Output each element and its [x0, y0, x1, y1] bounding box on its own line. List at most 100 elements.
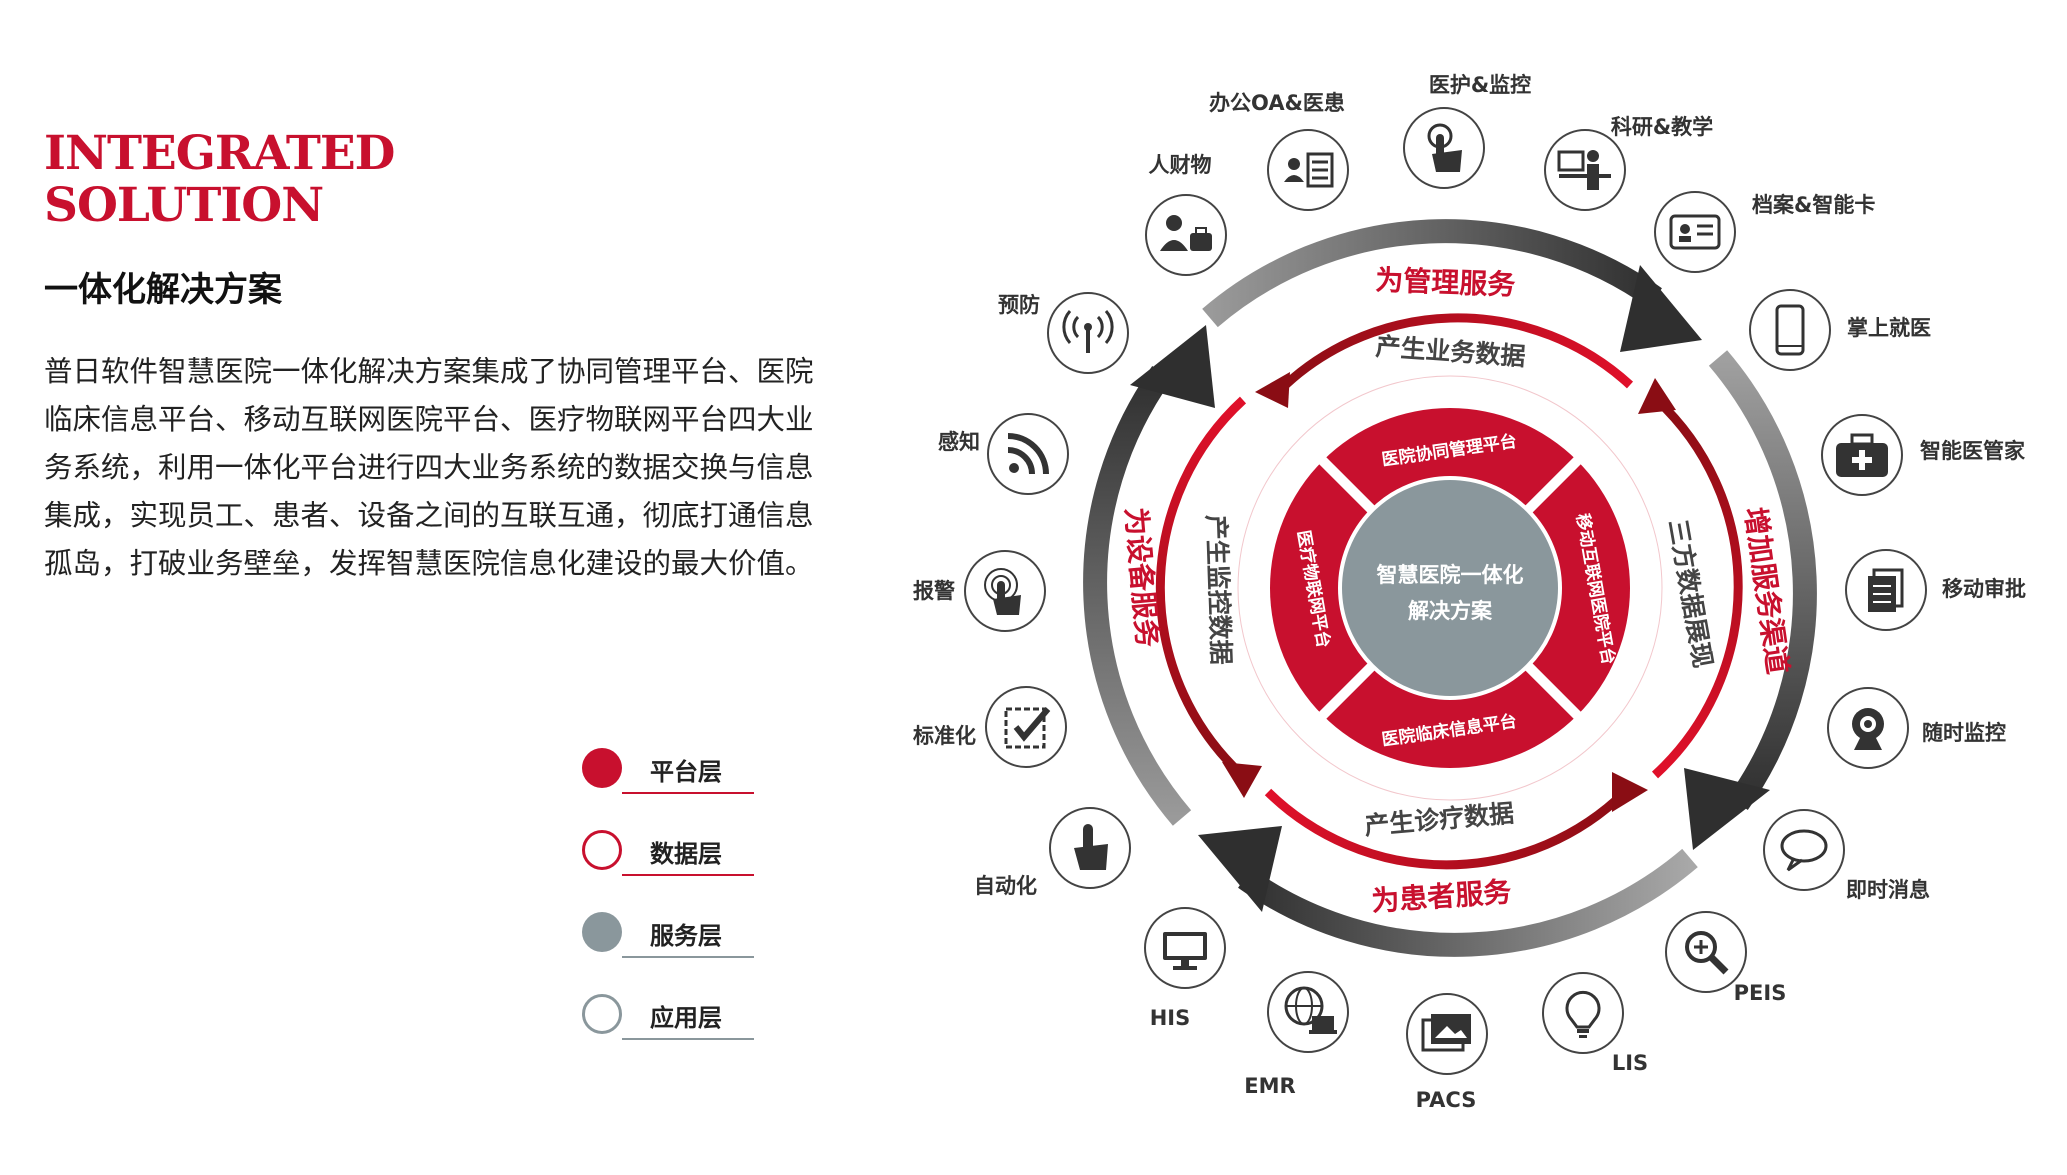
- app-label: 自动化: [974, 874, 1037, 898]
- data-arc-right: [1651, 396, 1743, 779]
- center-label-line2: 解决方案: [1408, 599, 1493, 623]
- app-item: 移动审批: [1845, 549, 2026, 631]
- service-arrow-bottom: [1238, 848, 1698, 957]
- legend-item-data: 数据层: [582, 830, 754, 876]
- magnifier-plus-icon: [1685, 931, 1729, 975]
- app-item: 报警: [913, 550, 1046, 632]
- app-label: 智能医管家: [1920, 439, 2026, 463]
- app-item: 随时监控: [1827, 687, 2006, 769]
- app-item: 即时消息: [1763, 809, 1930, 902]
- data-arc-bottom: [1264, 788, 1629, 870]
- legend-label: 平台层: [650, 758, 722, 786]
- data-arrowhead-top: [1255, 372, 1290, 408]
- monitor-icon: [1163, 932, 1207, 970]
- legend-dot-outline-red: [582, 830, 622, 870]
- app-icon-circle: [1145, 194, 1227, 276]
- app-label: 掌上就医: [1847, 316, 1931, 340]
- app-item: 感知: [938, 413, 1069, 495]
- app-label: 预防: [998, 293, 1040, 317]
- app-item: 档案&智能卡: [1654, 191, 1875, 273]
- app-icon-circle: [1763, 809, 1845, 891]
- center-label-line1: 智慧医院一体化: [1377, 563, 1524, 587]
- touch-hand-icon: [1427, 123, 1462, 172]
- webcam-icon: [1852, 708, 1884, 750]
- checkbox-icon: [1004, 707, 1051, 749]
- service-arrow-right: [1708, 350, 1817, 810]
- legend-item-platform: 平台层: [582, 748, 754, 794]
- app-label: PEIS: [1734, 981, 1787, 1005]
- images-icon: [1421, 1014, 1471, 1052]
- legend-dot-filled-gray: [582, 912, 622, 952]
- app-label: 感知: [938, 430, 980, 454]
- app-label: 人财物: [1149, 153, 1212, 177]
- service-arrowhead-bottom: [1198, 826, 1282, 912]
- application-ring: 人财物 办公OA&医患 医护&监控 科研&教学档案&智能卡掌上就医智能医管家移动审批随…: [913, 73, 2026, 1112]
- service-arrow-top: [1202, 219, 1662, 328]
- service-core: [1338, 476, 1562, 700]
- app-label: LIS: [1612, 1051, 1648, 1075]
- id-card-icon: [1669, 214, 1721, 250]
- app-icon-circle: [1267, 971, 1349, 1053]
- app-item: 医护&监控: [1403, 73, 1531, 189]
- app-label: 标准化: [913, 724, 976, 748]
- app-label: 随时监控: [1922, 721, 2006, 745]
- alarm-button-icon: [984, 568, 1021, 615]
- title-line-2: SOLUTION: [44, 178, 324, 233]
- app-icon-circle: [1665, 911, 1747, 993]
- medical-kit-icon: [1836, 433, 1888, 477]
- app-label: 办公OA&医患: [1209, 91, 1345, 115]
- app-item: 掌上就医: [1749, 289, 1931, 371]
- app-item: 自动化: [974, 807, 1131, 898]
- app-item: 科研&教学: [1544, 115, 1713, 211]
- rss-icon: [1007, 433, 1049, 475]
- legend-label: 应用层: [650, 1004, 722, 1032]
- app-item: 预防: [998, 292, 1129, 374]
- chat-bubble-icon: [1780, 829, 1828, 872]
- globe-laptop-icon: [1284, 986, 1337, 1034]
- page-subtitle: 一体化解决方案: [44, 270, 282, 310]
- app-item: EMR: [1244, 971, 1349, 1098]
- legend-underline: [622, 792, 754, 794]
- data-ring: [1155, 313, 1743, 870]
- service-label-left: 为设备服务: [1119, 506, 1164, 648]
- app-label: EMR: [1244, 1074, 1295, 1098]
- service-arrowhead-left: [1130, 325, 1215, 408]
- legend-item-service: 服务层: [582, 912, 754, 958]
- data-arrowhead-right: [1638, 378, 1676, 414]
- app-icon-circle: [985, 686, 1067, 768]
- app-label: PACS: [1416, 1088, 1477, 1112]
- app-label: 即时消息: [1846, 878, 1930, 902]
- data-arc-top: [1271, 313, 1634, 399]
- data-flow-label-top: 产生业务数据: [1375, 332, 1527, 371]
- data-flow-label-left: 产生监控数据: [1201, 514, 1235, 665]
- app-icon-circle: [1542, 972, 1624, 1054]
- platform-ring: [1270, 408, 1630, 768]
- title-line-1: INTEGRATED: [44, 126, 395, 181]
- data-flow-label-bottom: 产生诊疗数据: [1363, 799, 1515, 841]
- app-icon-circle: [1544, 129, 1626, 211]
- description-paragraph: 普日软件智慧医院一体化解决方案集成了协同管理平台、医院临床信息平台、移动互联网医…: [44, 355, 814, 580]
- legend-underline: [622, 1038, 754, 1040]
- app-item: PEIS: [1665, 911, 1787, 1005]
- id-list-icon: [1284, 152, 1334, 188]
- page-title: INTEGRATED SOLUTION: [44, 126, 395, 233]
- documents-icon: [1868, 568, 1904, 612]
- app-label: 科研&教学: [1611, 115, 1713, 139]
- data-flow-label-right: 三方数据展现: [1663, 517, 1718, 670]
- app-label: 档案&智能卡: [1752, 193, 1875, 217]
- legend-dot-outline-gray: [582, 994, 622, 1034]
- legend-label: 数据层: [650, 840, 722, 868]
- people-luggage-icon: [1160, 215, 1212, 251]
- legend-dot-filled-red: [582, 748, 622, 788]
- app-icon-circle: [1654, 191, 1736, 273]
- app-item: 办公OA&医患: [1209, 91, 1349, 211]
- teacher-icon: [1557, 150, 1611, 190]
- app-item: 标准化: [913, 686, 1067, 768]
- app-item: PACS: [1406, 993, 1488, 1112]
- data-arrowhead-bottom: [1612, 772, 1648, 812]
- legend-item-application: 应用层: [582, 994, 754, 1040]
- service-label-right: 增加服务渠道: [1738, 505, 1794, 676]
- legend-label: 服务层: [650, 922, 722, 950]
- service-label-bottom: 为患者服务: [1370, 875, 1512, 918]
